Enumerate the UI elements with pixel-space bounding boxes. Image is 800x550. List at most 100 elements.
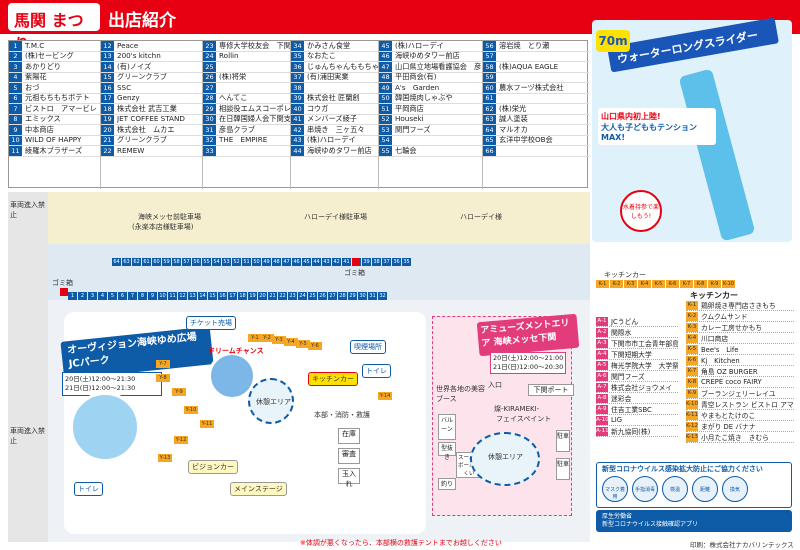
vendor-number: 38	[291, 83, 304, 93]
kirameki-label: 燦-KIRAMEKI-	[494, 405, 540, 413]
covid-rule-icon: 換気	[722, 476, 748, 502]
entrance-label: 入口	[488, 381, 502, 389]
vendor-row: 61	[483, 93, 589, 104]
amusement-number: A-4	[596, 349, 608, 359]
y-booth-marker: Y-6	[308, 342, 322, 350]
kitchen-number: K-7	[686, 366, 698, 376]
booth-marker: 23	[288, 292, 297, 300]
first-aid-note: ※体調が悪くなったら、本部横の救護テントまでお越しください	[300, 539, 502, 547]
kitchen-booth-marker: K-6	[666, 280, 679, 288]
vendor-name: 七輪会	[395, 146, 417, 155]
main-stage-label: メインステージ	[230, 482, 287, 496]
vendor-name: マルオカ	[499, 125, 528, 134]
toilet-label: トイレ	[74, 482, 103, 496]
vendor-number: 56	[483, 41, 496, 51]
vendor-number: 12	[101, 41, 114, 51]
vendor-number: 62	[483, 104, 496, 114]
booth-marker: 39	[362, 258, 371, 266]
toilet-label: トイレ	[362, 364, 391, 378]
vendor-number: 20	[101, 125, 114, 135]
vendor-number: 45	[379, 41, 392, 51]
vendor-name: 紫陽花	[25, 72, 47, 82]
face-paint-label: フェイスペイント	[496, 415, 552, 423]
vendor-row: 30在日韓国婦人会下関支部	[203, 114, 290, 125]
vendor-row: 29相談役エムスコーポレーション	[203, 104, 290, 115]
kitchen-booth-marker: K-1	[596, 280, 609, 288]
booth-marker: 58	[172, 258, 181, 266]
slider-length-badge: 70m	[596, 30, 630, 52]
booth-marker: 49	[262, 258, 271, 266]
vendor-name: 彦島クラブ	[219, 125, 255, 134]
y-booth-marker: Y-2	[260, 334, 274, 342]
booth-marker: 38	[372, 258, 381, 266]
trash-label: ゴミ箱	[344, 269, 365, 277]
booth-marker: 22	[278, 292, 287, 300]
vendor-name: 相談役エムスコーポレーション	[219, 104, 290, 113]
amusement-name: 迷彩会	[611, 395, 632, 403]
y-booth-marker: Y-3	[272, 336, 286, 344]
kitchen-name: やまもとたけのこ	[701, 412, 756, 420]
booth-marker: 35	[402, 258, 411, 266]
vendor-number: 13	[101, 51, 114, 62]
kitchen-booth-marker: K-4	[638, 280, 651, 288]
kitchen-booth-marker: K-5	[652, 280, 665, 288]
y-booth-marker: Y-13	[158, 454, 172, 462]
amusement-number: A-2	[596, 327, 608, 337]
amusement-name: 住吉工業SBC	[611, 406, 652, 414]
vendor-number: 66	[483, 146, 496, 156]
kitchen-booth-marker: K-9	[708, 280, 721, 288]
vendor-number: 35	[291, 51, 304, 62]
vendor-number: 63	[483, 114, 496, 125]
amusement-number: A-6	[596, 371, 608, 381]
y-booth-marker: Y-11	[200, 420, 214, 428]
booth-marker: 62	[132, 258, 141, 266]
vendor-row: 54	[379, 135, 482, 146]
vendor-number: 32	[203, 135, 216, 146]
vendor-number: 2	[9, 51, 22, 62]
jc-hours-day1: 20日(土)12:00～21:30	[65, 375, 136, 383]
amusement-number: A-10	[596, 415, 609, 425]
kitchen-name: 小月たこ焼き きむら	[701, 434, 769, 442]
booth-marker: 8	[138, 292, 147, 300]
booth-marker: 7	[128, 292, 137, 300]
vision-car-label: ビジョンカー	[188, 460, 238, 474]
vendor-name: 山口県立地場看護協会 彦島	[395, 62, 482, 71]
covid-notice-icons: マスク着用手指消毒検温距離換気	[602, 476, 748, 502]
booth-marker: 2	[78, 292, 87, 300]
vendor-name: 平岡商店	[395, 104, 424, 113]
booth-marker: 20	[258, 292, 267, 300]
amusement-name: 株式会社ジョウメイ	[611, 384, 673, 392]
vendor-number: 40	[291, 104, 304, 114]
booth-marker: 55	[202, 258, 211, 266]
kitchen-car-label: キッチンカー	[308, 372, 358, 386]
shimonoseki-port-label: 下関ポート	[528, 384, 574, 396]
booth-marker: 45	[302, 258, 311, 266]
kitchen-name: 鶏卵焼き専門店さきもち	[701, 302, 776, 310]
vendor-name: 株式会社 武吉工業	[117, 104, 177, 113]
booth-marker: 10	[158, 292, 167, 300]
amusement-name: 梅光学院大学 大学祭実行委員会	[611, 362, 678, 370]
cocoa-app-banner[interactable]: 厚生労働省 新型コロナウイルス接触確認アプリ	[596, 510, 792, 532]
vendor-number: 34	[291, 41, 304, 51]
booth-marker: 17	[228, 292, 237, 300]
vendor-number: 11	[9, 146, 22, 156]
vendor-number: 27	[203, 83, 216, 93]
